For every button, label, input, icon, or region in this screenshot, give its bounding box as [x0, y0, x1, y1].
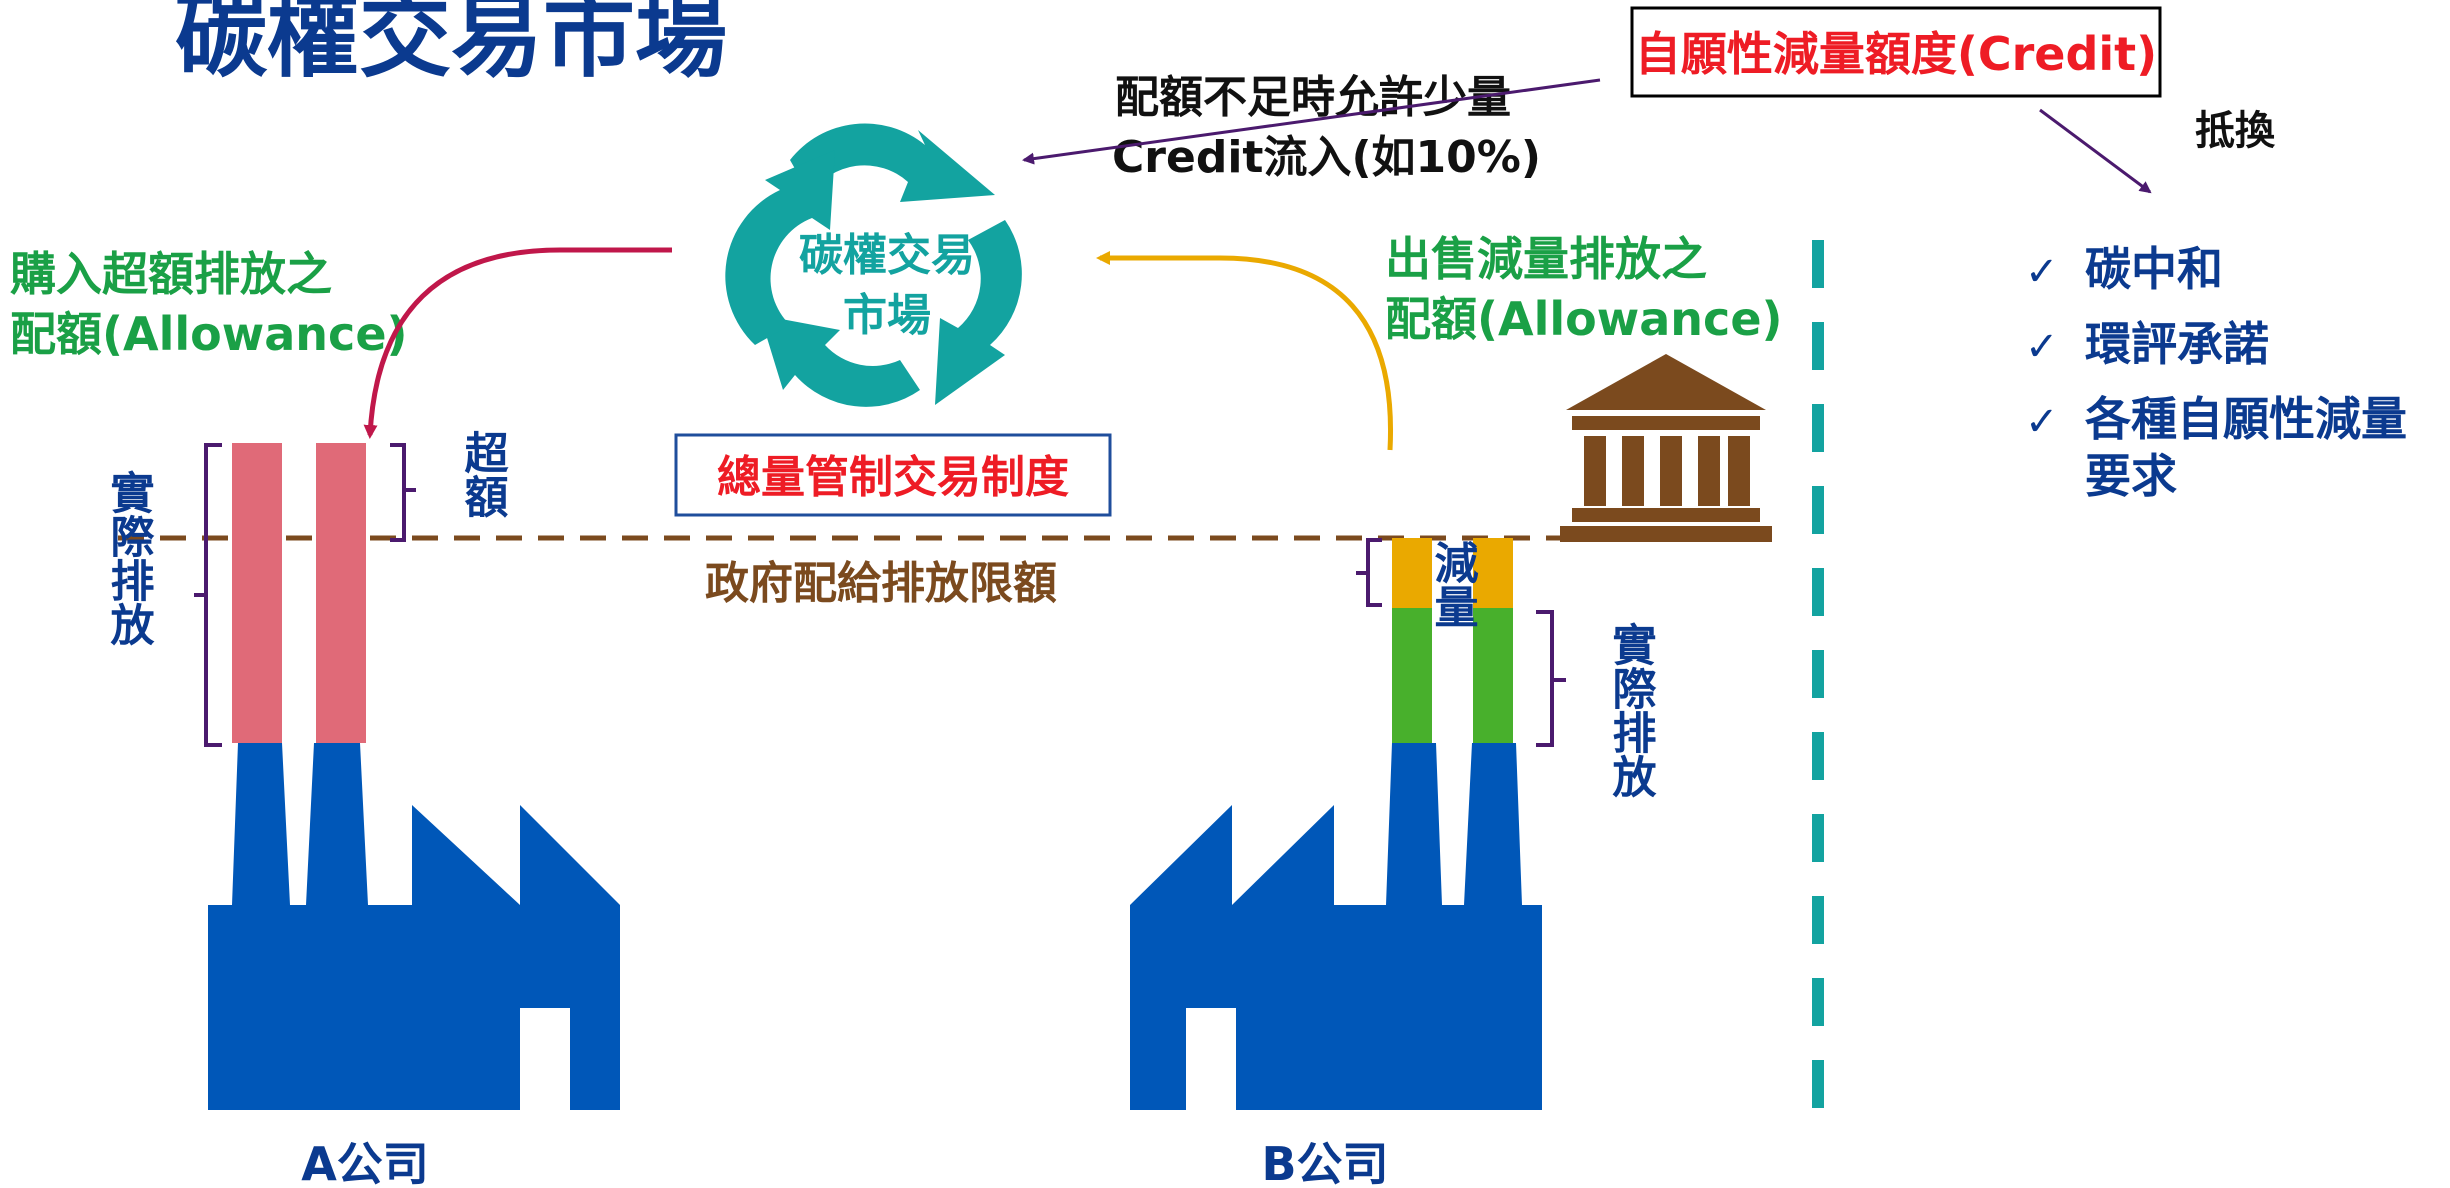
offset-uses-list: ✓ 碳中和 ✓ 環評承諾 ✓ 各種自願性減量 要求 — [2025, 242, 2407, 503]
factory-a-excess-emission-right — [316, 443, 366, 743]
company-b-label: B公司 — [1261, 1137, 1388, 1188]
check-item-requirement: 要求 — [2085, 449, 2177, 503]
check-icon: ✓ — [2025, 324, 2059, 370]
factory-b-actual-bracket — [1536, 610, 1566, 747]
factory-icon — [208, 443, 620, 1110]
factory-b-actual-left — [1392, 608, 1432, 745]
factory-icon — [1130, 538, 1542, 1110]
government-cap-label: 政府配給排放限額 — [705, 558, 1057, 609]
credit-note-line1: 配額不足時允許少量 — [1115, 72, 1511, 123]
factory-a-actual-emission-label: 實際排放 — [103, 470, 155, 646]
sell-allowance-arrow — [1096, 251, 1394, 451]
buy-label-line1: 購入超額排放之 — [10, 247, 332, 301]
company-a-label: A公司 — [301, 1137, 429, 1188]
buy-label-line2: 配額(Allowance) — [10, 307, 408, 361]
check-icon: ✓ — [2025, 249, 2059, 295]
check-icon: ✓ — [2025, 399, 2059, 445]
credit-box-label: 自願性減量額度(Credit) — [1635, 27, 2157, 81]
factory-a-actual-bracket — [194, 443, 222, 747]
factory-a-body — [208, 743, 620, 1110]
page-title: 碳權交易市場 — [175, 0, 727, 90]
factory-b-actual-right — [1473, 608, 1513, 745]
bank-building-icon — [1560, 354, 1772, 542]
cap-trade-box-label: 總量管制交易制度 — [717, 452, 1069, 503]
sell-label-line1: 出售減量排放之 — [1385, 232, 1707, 286]
factory-b-actual-emission-label: 實際排放 — [1605, 622, 1657, 798]
factory-b-reduction-left — [1392, 538, 1432, 608]
sell-label-line2: 配額(Allowance) — [1385, 292, 1783, 346]
factory-a-excess-bracket — [390, 443, 416, 542]
cap-trade-box-frame — [674, 433, 1112, 517]
check-item-carbon-neutral: 碳中和 — [2085, 242, 2223, 296]
buy-allowance-arrow — [363, 247, 672, 439]
factory-b-reduction-right — [1473, 538, 1513, 608]
credit-box-frame — [1630, 6, 2162, 98]
check-item-eia-commitment: 環評承諾 — [2085, 317, 2269, 371]
credit-to-market-arrow — [1022, 78, 1601, 165]
factory-a-excess-emission-left — [232, 443, 282, 743]
offset-label: 抵換 — [2195, 108, 2276, 154]
factory-b-reduction-bracket — [1356, 538, 1382, 607]
factory-b-body — [1130, 743, 1542, 1110]
credit-note-line2: Credit流入(如10%) — [1112, 132, 1541, 183]
factory-b-reduction-label: 減量 — [1427, 540, 1479, 628]
recycle-arrows-icon — [725, 123, 1022, 407]
offset-arrow — [2039, 108, 2152, 194]
check-item-voluntary-reduction: 各種自願性減量 — [2085, 392, 2407, 446]
factory-a-excess-label: 超額 — [457, 430, 509, 518]
market-label-line2: 市場 — [843, 290, 931, 341]
market-label-line1: 碳權交易 — [799, 230, 975, 281]
